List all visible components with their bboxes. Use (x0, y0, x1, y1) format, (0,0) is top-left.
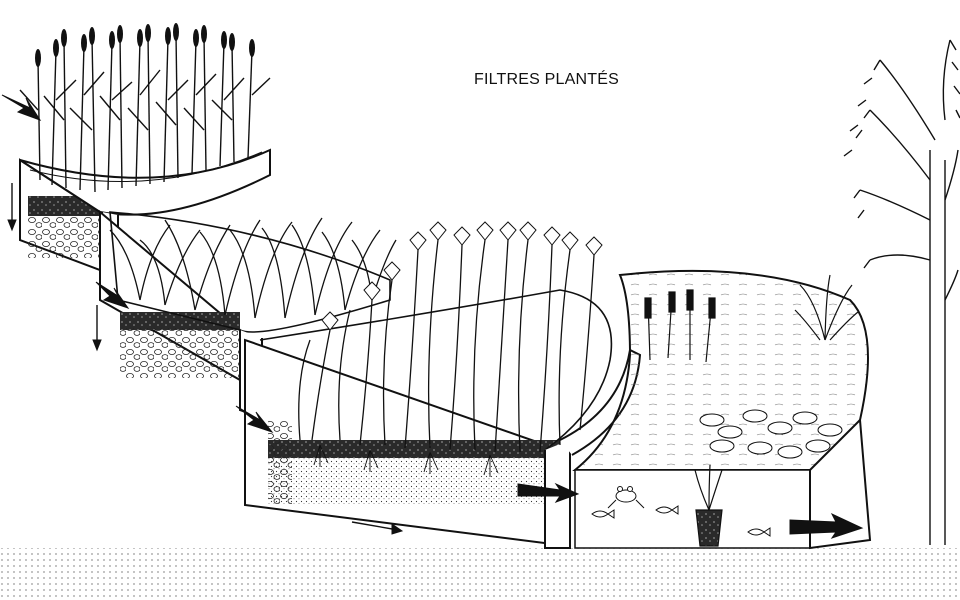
diagram-title: FILTRES PLANTÉS (474, 71, 619, 88)
iris-bed-3 (298, 239, 595, 453)
potted-plant (694, 464, 723, 547)
ground-band (0, 548, 960, 600)
reed-plumes-1 (35, 23, 255, 67)
reed-bed-1 (19, 33, 271, 193)
water-lily-icon (699, 409, 843, 459)
iris-flowers (321, 221, 603, 331)
flow-arrow-icon (1, 94, 864, 539)
frog-icon (607, 486, 645, 509)
cattails (644, 289, 716, 363)
rush-clump (794, 274, 859, 341)
grass-bed-2 (109, 217, 397, 319)
willow-tree (843, 39, 960, 545)
root-system (313, 444, 499, 477)
fish-icon (591, 505, 771, 537)
